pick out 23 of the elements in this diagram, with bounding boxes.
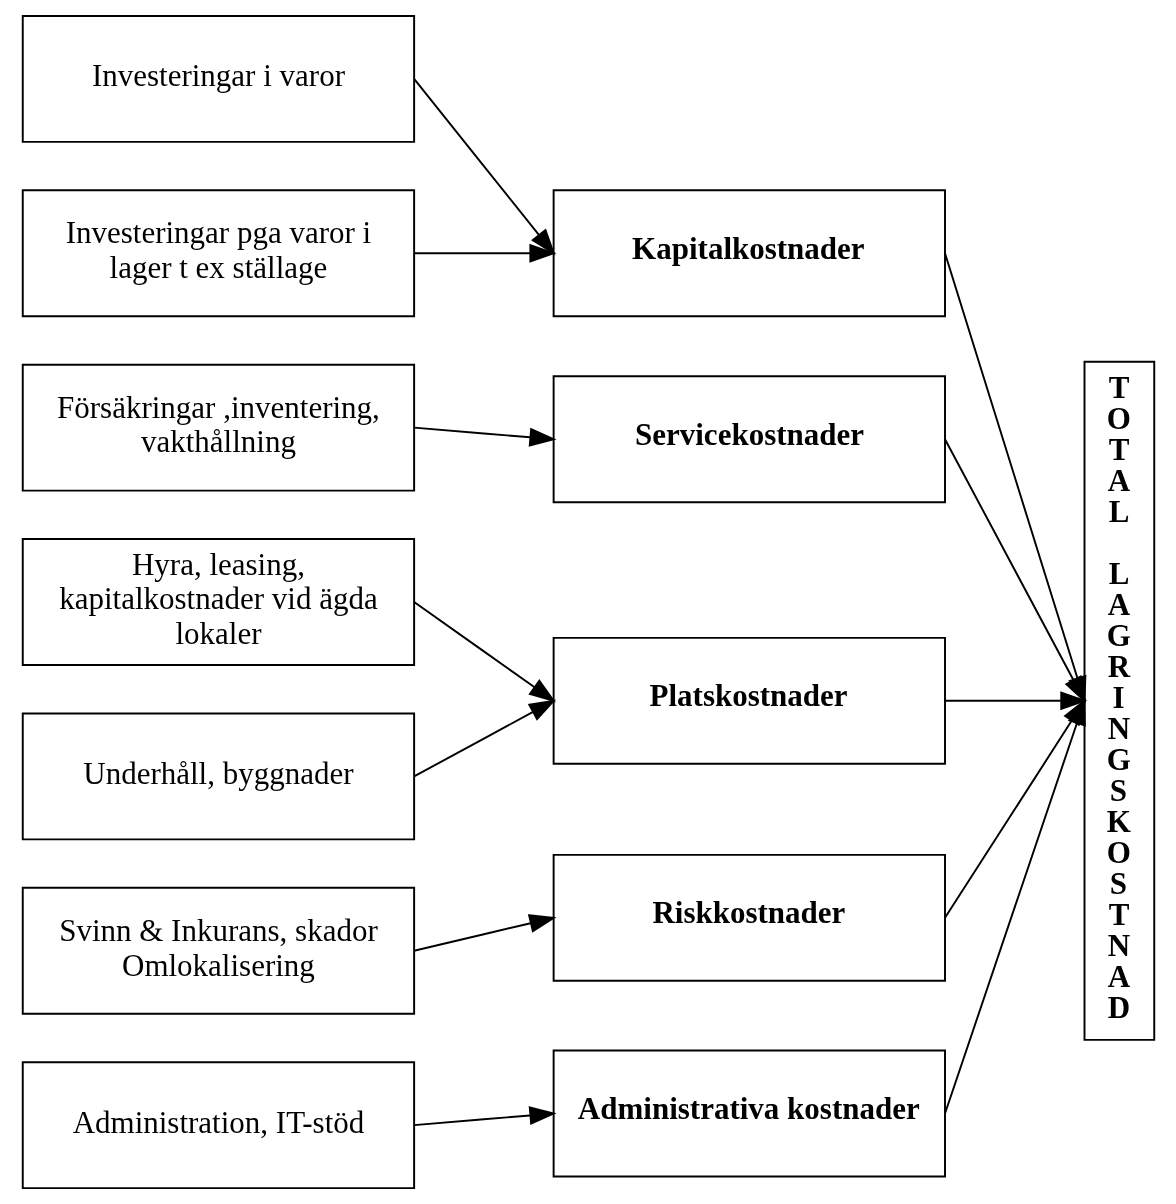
node-box: Servicekostnader xyxy=(552,375,946,504)
node-box: Investeringar i varor xyxy=(21,14,415,143)
node-box: TOTAL LAGRINGSKOSTNAD xyxy=(1083,360,1155,1041)
arrow xyxy=(943,691,1087,711)
arrow xyxy=(412,243,557,263)
arrow xyxy=(412,914,556,952)
node-box: Underhåll, byggnader xyxy=(21,712,415,841)
arrow xyxy=(412,1106,557,1127)
node-box: Riskkostnader xyxy=(552,853,946,982)
arrow xyxy=(412,77,555,256)
arrow xyxy=(412,601,556,703)
node-box: Försäkringar ,inventering, vakthållning xyxy=(21,363,415,492)
node-box: Investeringar pga varor i lager t ex ställage xyxy=(21,189,415,318)
arrow xyxy=(943,698,1086,919)
node-box: Hyra, leasing, kapitalkostnader vid ägda lokaler xyxy=(21,538,415,666)
arrow xyxy=(412,699,556,778)
node-box: Kapitalkostnader xyxy=(552,189,946,318)
node-box: Svinn & Inkurans, skador Omlokalisering xyxy=(21,886,415,1015)
arrow xyxy=(412,426,557,447)
arrow xyxy=(943,698,1086,1115)
node-box: Administration, IT-stöd xyxy=(21,1061,415,1190)
node-box: Platskostnader xyxy=(552,636,946,765)
node-box: Administrativa kostnader xyxy=(552,1049,946,1178)
